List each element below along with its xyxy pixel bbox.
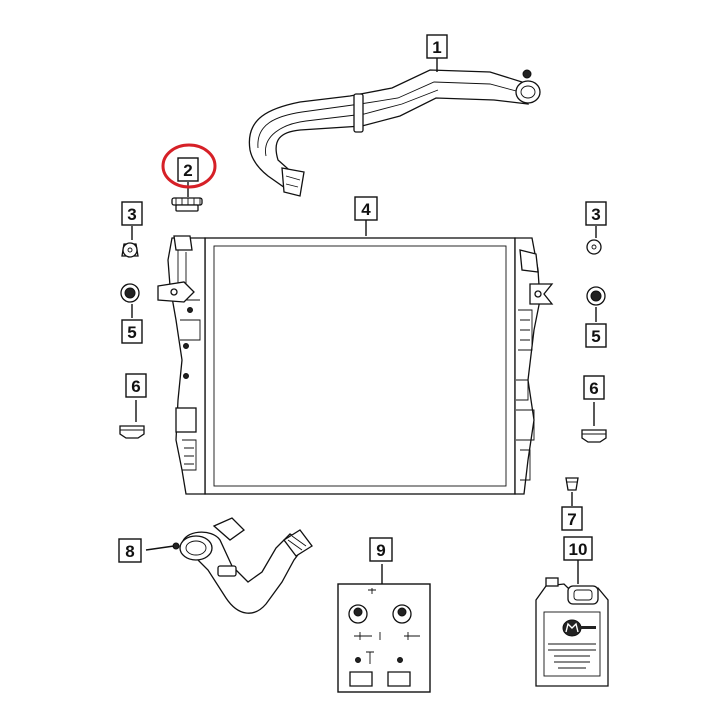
- highlight-circle: [161, 143, 217, 189]
- callout-5-left: 5: [121, 319, 143, 344]
- callout-9: 9: [369, 537, 393, 562]
- callout-9-label: 9: [376, 541, 385, 560]
- callout-6-left: 6: [125, 373, 147, 398]
- callout-8-label: 8: [125, 542, 134, 561]
- radiator-cap[interactable]: [171, 197, 203, 212]
- callout-1-label: 1: [432, 38, 441, 57]
- callout-1: 1: [426, 34, 448, 59]
- callout-10: 10: [563, 536, 593, 561]
- isolator-left[interactable]: [121, 242, 139, 258]
- insulator-left[interactable]: [120, 283, 140, 303]
- callout-8: 8: [118, 538, 142, 563]
- insulator-right[interactable]: [586, 286, 606, 306]
- callout-3-left: 3: [121, 201, 143, 226]
- callout-6-left-label: 6: [131, 377, 140, 396]
- coolant-jug[interactable]: [535, 577, 609, 687]
- callout-4-label: 4: [361, 200, 371, 219]
- callout-4: 4: [354, 196, 378, 221]
- fastener[interactable]: [565, 477, 579, 491]
- mount-right[interactable]: [581, 429, 607, 443]
- upper-radiator-hose[interactable]: [248, 69, 541, 197]
- callout-5-right: 5: [585, 323, 607, 348]
- callout-6-right-label: 6: [589, 379, 598, 398]
- callout-3-right: 3: [585, 201, 607, 226]
- callout-2-label: 2: [183, 161, 192, 180]
- callout-7-label: 7: [567, 510, 576, 529]
- isolator-right[interactable]: [586, 239, 602, 255]
- callout-5-left-label: 5: [127, 323, 136, 342]
- callout-3-left-label: 3: [127, 205, 136, 224]
- callout-5-right-label: 5: [591, 327, 600, 346]
- hose-clamp: [353, 93, 364, 133]
- callout-10-label: 10: [569, 540, 588, 559]
- callout-3-right-label: 3: [591, 205, 600, 224]
- callout-7: 7: [561, 506, 583, 531]
- mounting-kit[interactable]: [337, 583, 431, 693]
- lower-radiator-hose[interactable]: [172, 517, 313, 614]
- callout-6-right: 6: [583, 375, 605, 400]
- radiator[interactable]: [157, 235, 554, 495]
- callout-2: 2: [177, 157, 199, 182]
- mount-left[interactable]: [119, 425, 145, 439]
